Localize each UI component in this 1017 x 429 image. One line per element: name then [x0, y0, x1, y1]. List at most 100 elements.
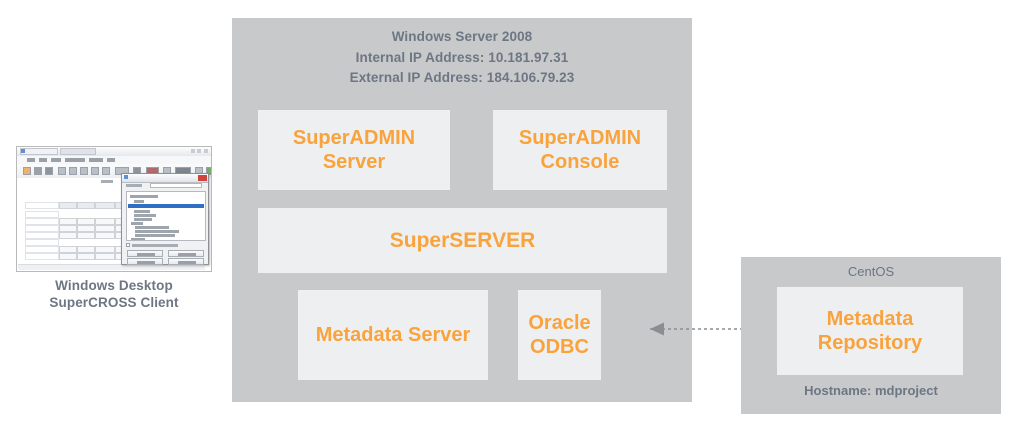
mini-maximize-icon: [197, 149, 201, 153]
windows-server-panel: Windows Server 2008 Internal IP Address:…: [232, 18, 692, 402]
mini-tree-node: [131, 238, 145, 240]
node-superadmin-console-line2: Console: [540, 151, 620, 173]
mini-dialog-button-1[interactable]: [127, 250, 163, 257]
mini-tab-2: [60, 148, 96, 155]
mini-grid-group-label: [25, 211, 59, 218]
mini-horizontal-scrollbar[interactable]: [18, 264, 205, 270]
mini-grid-total-label: [25, 232, 59, 239]
mini-dialog-tree-list[interactable]: [126, 191, 206, 241]
mini-tree-node: [131, 222, 143, 225]
node-superadmin-server-line2: Server: [322, 151, 386, 173]
mini-menu-edit: [39, 158, 47, 162]
client-label-line1: Windows Desktop: [55, 278, 173, 293]
mini-menu-window: [89, 158, 103, 162]
mini-tree-node: [135, 234, 175, 237]
mini-grid-row-label: [25, 218, 59, 225]
mini-grid-cell: [59, 246, 77, 253]
node-superadmin-server-line1: SuperADMIN: [292, 126, 416, 149]
mini-tree-node: [130, 195, 158, 198]
windows-desktop-client-block: Windows Desktop SuperCROSS Client: [0, 143, 228, 310]
mini-grid-total-label: [25, 253, 59, 260]
mini-dialog-button-label: [137, 261, 155, 264]
mini-grid-row-label: [25, 225, 59, 232]
mini-toolbar-icon-8: [102, 167, 110, 175]
mini-close-icon: [204, 149, 208, 153]
mini-dialog-field-label: [126, 184, 142, 187]
mini-grid-group-label: [25, 239, 59, 246]
mini-grid-cell: [59, 253, 77, 260]
mini-toolbar-icon-7: [91, 167, 99, 175]
mini-dialog-checkbox-label: [132, 244, 178, 247]
mini-tree-node: [134, 210, 150, 213]
node-oracle-odbc-line2: ODBC: [530, 336, 589, 358]
mini-statusbar-text: [101, 180, 113, 183]
supercross-client-screenshot: [16, 146, 212, 272]
mini-grid-header-cell: [95, 202, 115, 209]
node-metadata-server[interactable]: Metadata Server: [298, 290, 488, 380]
mini-tab-1: [20, 148, 58, 155]
node-oracle-odbc[interactable]: Oracle ODBC: [518, 290, 601, 380]
mini-tree-node: [134, 218, 152, 221]
mini-dialog-button-label: [137, 253, 155, 256]
mini-grid-header-cell: [77, 202, 95, 209]
node-oracle-odbc-line1: Oracle: [528, 311, 591, 334]
mini-grid-cell: [95, 246, 115, 253]
mini-grid-cell: [59, 232, 77, 239]
mini-grid-cell: [77, 232, 95, 239]
mini-toolbar-icon-2: [34, 167, 42, 175]
mini-tree-node: [135, 230, 179, 233]
node-metadata-repository[interactable]: Metadata Repository: [777, 287, 963, 375]
mini-grid-header-cell: [59, 202, 77, 209]
centos-title: CentOS: [847, 264, 895, 279]
mini-dialog-button-label: [178, 253, 196, 256]
mini-grid-cell: [59, 225, 77, 232]
node-superadmin-server[interactable]: SuperADMIN Server: [258, 110, 450, 190]
mini-grid-cell: [77, 218, 95, 225]
mini-dialog-close-icon[interactable]: [198, 175, 207, 181]
server-header-line1: Windows Server 2008: [391, 29, 533, 44]
node-superserver[interactable]: SuperSERVER: [258, 208, 667, 273]
mini-grid-cell: [77, 253, 95, 260]
mini-menu-calculations: [65, 158, 85, 162]
server-header-line2: Internal IP Address: 10.181.97.31: [355, 49, 569, 65]
mini-grid-cell: [95, 232, 115, 239]
mini-dialog-combobox[interactable]: [150, 183, 202, 188]
node-superadmin-console-line1: SuperADMIN: [518, 126, 642, 149]
client-label: Windows Desktop SuperCROSS Client: [0, 277, 228, 311]
mini-grid-cell: [95, 218, 115, 225]
mini-app-icon: [21, 149, 25, 153]
mini-toolbar-icon-3: [45, 167, 53, 175]
mini-tree-node: [134, 214, 156, 217]
mini-tree-node: [134, 200, 144, 203]
mini-grid-cell: [77, 246, 95, 253]
mini-dialog-button-label: [178, 261, 196, 264]
mini-grid-cell: [59, 218, 77, 225]
mini-dialog-checkbox[interactable]: [126, 243, 130, 247]
mini-dialog-button-2[interactable]: [168, 250, 204, 257]
mini-grid-cell: [77, 225, 95, 232]
mini-toolbar-icon-4: [58, 167, 66, 175]
server-header-line3: External IP Address: 184.106.79.23: [349, 70, 575, 85]
centos-panel: CentOS Metadata Repository Hostname: mdp…: [741, 257, 1001, 414]
client-label-line2: SuperCROSS Client: [49, 295, 179, 310]
mini-menu-help: [107, 158, 115, 162]
node-superadmin-console[interactable]: SuperADMIN Console: [493, 110, 667, 190]
mini-dialog-button-4[interactable]: [168, 258, 204, 265]
node-metadata-repository-line1: Metadata: [826, 307, 914, 330]
windows-server-header: Windows Server 2008 Internal IP Address:…: [232, 27, 692, 89]
mini-toolbar-icon-6: [80, 167, 88, 175]
mini-tree-selected-node: [128, 204, 204, 208]
node-metadata-repository-line2: Repository: [817, 332, 923, 354]
mini-tree-node: [135, 226, 169, 229]
mini-toolbar-icon-1: [23, 167, 31, 175]
mini-grid-corner: [25, 202, 59, 209]
mini-grid-cell: [95, 225, 115, 232]
mini-grid-row-label: [25, 246, 59, 253]
mini-dialog-button-3[interactable]: [127, 258, 163, 265]
centos-hostname: Hostname: mdproject: [804, 383, 938, 398]
mini-menu-view: [51, 158, 61, 162]
mini-minimize-icon: [191, 149, 195, 153]
connector-arrowhead-left: [650, 322, 664, 336]
mini-grid-cell: [95, 253, 115, 260]
mini-toolbar-icon-5: [69, 167, 77, 175]
